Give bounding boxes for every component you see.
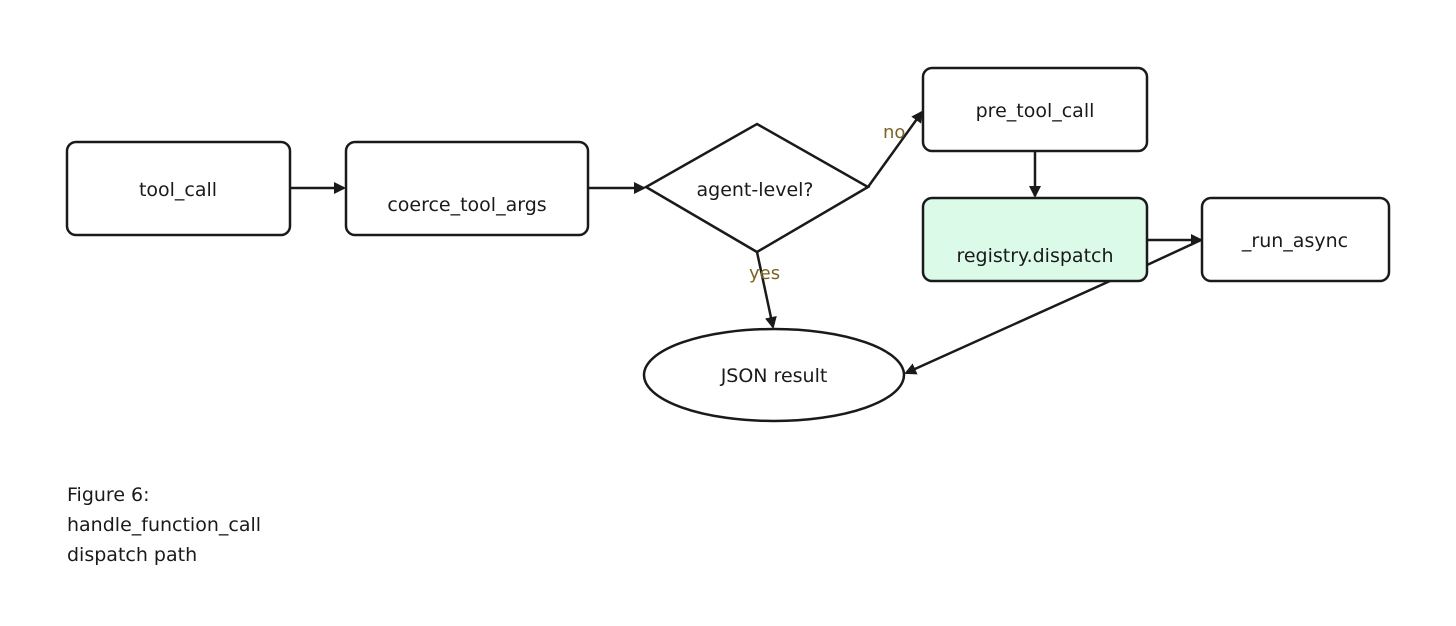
node-registry-dispatch-label: registry.dispatch bbox=[956, 245, 1113, 267]
node-agent-level-diamond bbox=[643, 122, 871, 254]
edges bbox=[290, 110, 1203, 375]
nodes bbox=[65, 66, 1391, 423]
node-coerce-tool-args-label: coerce_tool_args bbox=[387, 194, 546, 216]
node-registry-dispatch-box bbox=[921, 196, 1149, 283]
node-coerce-tool-args-box bbox=[344, 140, 590, 237]
edge-label-yes: yes bbox=[749, 263, 780, 284]
caption-line-description: dispatch path bbox=[67, 544, 198, 566]
caption-line-function-name: handle_function_call bbox=[67, 514, 262, 536]
node-run-async-label: _run_async bbox=[1241, 230, 1348, 252]
edge-agent-level-to-json-result bbox=[755, 251, 777, 329]
edge-registry-to-json-result bbox=[904, 279, 1111, 375]
caption-line-figure-number: Figure 6: bbox=[67, 484, 150, 506]
node-tool-call-box bbox=[65, 140, 292, 237]
node-json-result-label: JSON result bbox=[720, 365, 828, 387]
edge-run-async-return bbox=[1146, 238, 1202, 267]
node-pre-tool-call-label: pre_tool_call bbox=[976, 100, 1095, 122]
edge-agent-level-to-pre-tool-call bbox=[866, 110, 924, 188]
node-agent-level-label: agent-level? bbox=[696, 179, 813, 201]
node-pre-tool-call-box bbox=[921, 66, 1149, 153]
node-run-async-box bbox=[1200, 196, 1391, 283]
edge-labels: no yes bbox=[749, 122, 905, 284]
figure-caption: Figure 6: handle_function_call dispatch … bbox=[67, 480, 261, 570]
node-tool-call-label: tool_call bbox=[139, 179, 217, 201]
node-json-result-ellipse bbox=[642, 327, 906, 423]
node-labels: tool_call coerce_tool_args agent-level? … bbox=[139, 100, 1348, 387]
edge-label-no: no bbox=[883, 122, 905, 143]
